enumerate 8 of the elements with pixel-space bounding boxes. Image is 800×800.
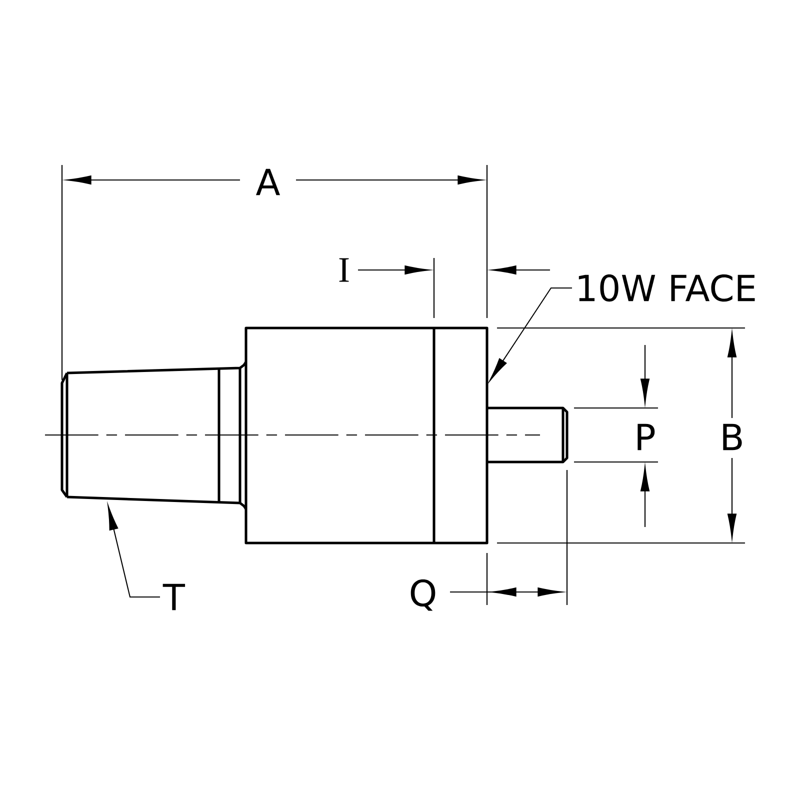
dimension-label: A bbox=[256, 168, 280, 196]
callout-label: T bbox=[162, 584, 186, 610]
leader-line bbox=[489, 287, 572, 382]
dimension-label: Q bbox=[410, 579, 436, 611]
dimension-label: B bbox=[723, 424, 742, 450]
dimension-label: P bbox=[638, 424, 655, 450]
dimension-label: I bbox=[339, 258, 349, 282]
callout-label: 10W FACE bbox=[578, 274, 755, 302]
